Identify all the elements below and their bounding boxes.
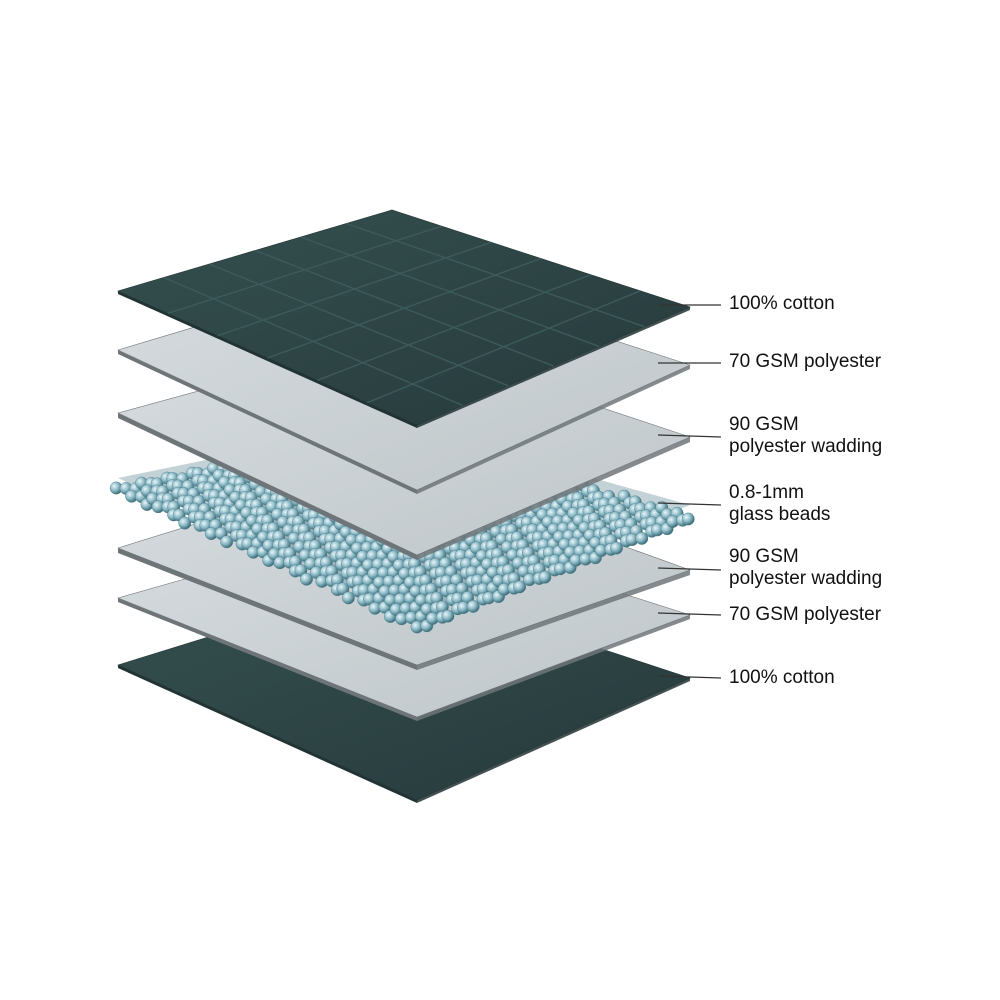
- layer-edge-right: [417, 678, 690, 803]
- layer-edge-right: [417, 615, 690, 721]
- layer-edge-right: [417, 307, 690, 428]
- quilt-grid: [163, 222, 645, 406]
- layer-label-line: glass beads: [729, 504, 831, 525]
- leader-line-wadding-bottom: [657, 567, 722, 571]
- layer-cotton-top: [117, 209, 691, 428]
- leader-line-wadding-top: [657, 434, 722, 438]
- layer-label-line: 0.8-1mm: [729, 482, 804, 503]
- layer-edge-left: [118, 665, 417, 803]
- layer-label-line: 90 GSM: [729, 546, 799, 567]
- layer-label-line: polyester wadding: [729, 568, 883, 589]
- layer-label-line: 90 GSM: [729, 414, 799, 435]
- layer-edge-left: [118, 413, 417, 560]
- layer-label-line: polyester wadding: [729, 436, 883, 457]
- leader-line-cotton-bottom: [657, 675, 722, 679]
- layer-edge-right: [417, 437, 690, 560]
- layer-edge-left: [118, 548, 417, 670]
- leader-line-glass-beads: [657, 502, 722, 506]
- layer-edge-left: [118, 598, 417, 721]
- layer-label-line: 100% cotton: [729, 293, 835, 314]
- layer-label-line: 70 GSM polyester: [729, 351, 882, 372]
- layer-edge-right: [417, 365, 690, 494]
- layer-label-cotton-bottom: 100% cotton: [729, 667, 835, 689]
- layer-label-cotton-top: 100% cotton: [729, 293, 835, 315]
- layer-edge-left: [118, 350, 417, 494]
- layer-edge-left: [118, 291, 417, 428]
- leader-line-polyester-bottom: [657, 612, 722, 616]
- layer-label-line: 100% cotton: [729, 667, 835, 688]
- layer-label-polyester-bottom: 70 GSM polyester: [729, 604, 881, 626]
- layer-label-line: 70 GSM polyester: [729, 604, 882, 625]
- layer-edge-right: [417, 570, 690, 670]
- layer-label-polyester-top: 70 GSM polyester: [729, 351, 881, 373]
